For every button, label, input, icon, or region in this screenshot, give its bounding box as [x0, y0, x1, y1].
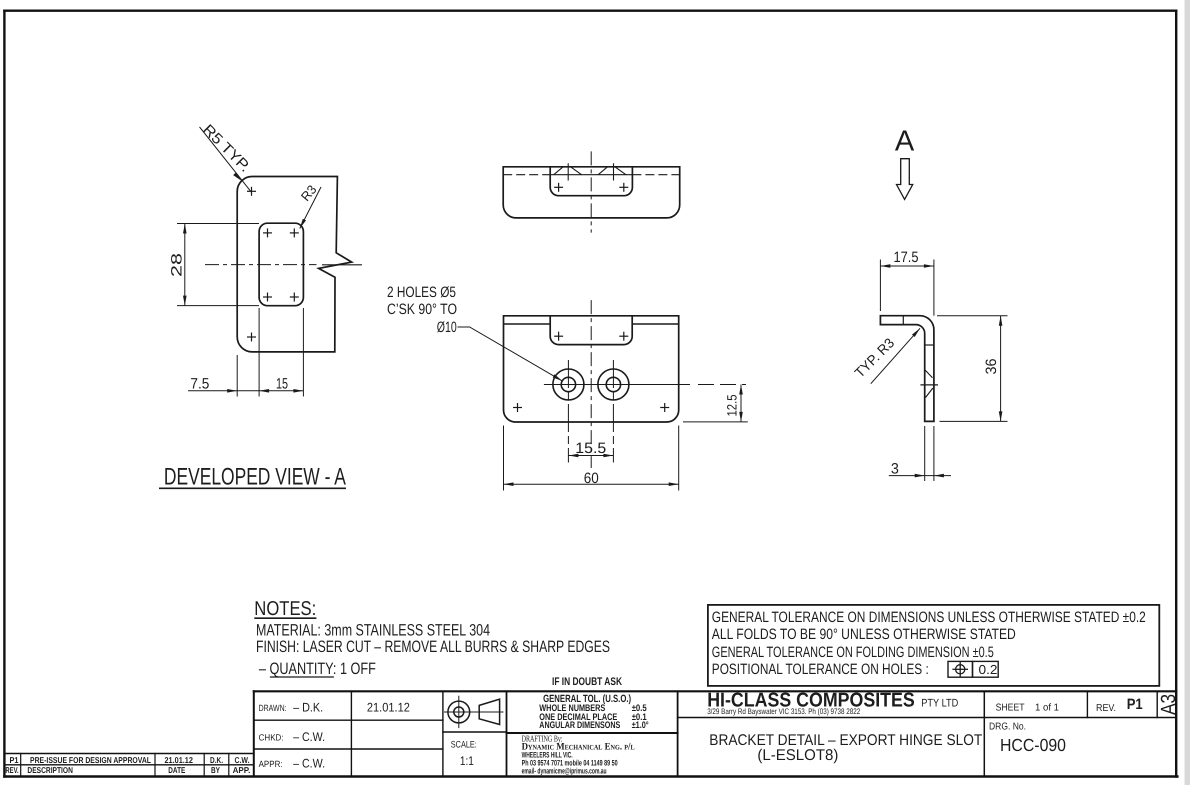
- svg-text:GENERAL TOLERANCE ON DIMENSION: GENERAL TOLERANCE ON DIMENSIONS UNLESS O…: [712, 609, 1146, 626]
- svg-text:WHEELERS HILL VIC.: WHEELERS HILL VIC.: [522, 751, 573, 760]
- svg-text:WHOLE NUMBERS: WHOLE NUMBERS: [539, 703, 605, 714]
- svg-text:±0.1: ±0.1: [632, 712, 648, 723]
- svg-text:0.2: 0.2: [979, 662, 998, 677]
- svg-text:1:1: 1:1: [460, 754, 474, 768]
- svg-text:P1: P1: [1127, 696, 1143, 713]
- svg-text:REV.: REV.: [1096, 703, 1116, 714]
- svg-text:GENERAL TOLERANCE ON FOLDING D: GENERAL TOLERANCE ON FOLDING DIMENSION ±…: [712, 644, 994, 661]
- svg-text:GENERAL TOL. (U.S.O.): GENERAL TOL. (U.S.O.): [543, 693, 631, 705]
- svg-text:DESCRIPTION: DESCRIPTION: [27, 765, 73, 775]
- svg-text:– C.W.: – C.W.: [293, 757, 325, 771]
- svg-text:ALL FOLDS TO BE 90° UNLESS OTH: ALL FOLDS TO BE 90° UNLESS OTHERWISE STA…: [712, 626, 1016, 643]
- svg-text:SHEET: SHEET: [996, 703, 1025, 714]
- svg-text:15.5: 15.5: [575, 440, 606, 457]
- svg-text:PTY LTD: PTY LTD: [921, 697, 958, 709]
- svg-text:APP.: APP.: [233, 765, 251, 775]
- svg-text:– D.K.: – D.K.: [293, 701, 323, 715]
- svg-text:IF IN DOUBT ASK: IF IN DOUBT ASK: [552, 676, 622, 688]
- svg-text:DRAFTING By:: DRAFTING By:: [522, 734, 563, 744]
- svg-text:HI-CLASS COMPOSITES: HI-CLASS COMPOSITES: [707, 689, 915, 711]
- svg-text:Ø10: Ø10: [437, 319, 457, 336]
- svg-text:7.5: 7.5: [190, 376, 209, 393]
- svg-text:21.01.12: 21.01.12: [367, 701, 410, 715]
- svg-text:±0.5: ±0.5: [632, 703, 648, 714]
- svg-text:BY: BY: [211, 765, 220, 775]
- svg-text:A: A: [895, 126, 915, 158]
- svg-text:60: 60: [584, 470, 599, 487]
- svg-text:DRAWN:: DRAWN:: [259, 703, 287, 713]
- svg-text:(L-ESLOT8): (L-ESLOT8): [757, 747, 838, 764]
- svg-text:C’SK 90° TO: C’SK 90° TO: [387, 301, 457, 318]
- svg-text:21.01.12: 21.01.12: [165, 755, 194, 765]
- svg-text:PRE-ISSUE FOR DESIGN APPROVAL: PRE-ISSUE FOR DESIGN APPROVAL: [30, 755, 151, 765]
- svg-text:P1: P1: [10, 755, 19, 765]
- svg-text:HCC-090: HCC-090: [1000, 735, 1066, 755]
- svg-text:36: 36: [983, 359, 1000, 375]
- svg-text:28: 28: [169, 253, 186, 277]
- svg-text:MATERIAL: 3mm STAINLESS STEEL: MATERIAL: 3mm STAINLESS STEEL 304: [256, 622, 490, 640]
- svg-text:12.5: 12.5: [725, 395, 740, 417]
- svg-text:C.W.: C.W.: [235, 755, 250, 765]
- svg-text:A3: A3: [1157, 694, 1180, 715]
- svg-text:2 HOLES Ø5: 2 HOLES Ø5: [387, 284, 456, 301]
- svg-text:BRACKET DETAIL – EXPORT HINGE: BRACKET DETAIL – EXPORT HINGE SLOT: [709, 732, 982, 749]
- svg-text:APPR:: APPR:: [259, 759, 283, 769]
- svg-text:– QUANTITY: 1 OFF: – QUANTITY: 1 OFF: [259, 660, 376, 678]
- svg-text:SCALE:: SCALE:: [451, 740, 477, 751]
- svg-text:– C.W.: – C.W.: [293, 730, 325, 744]
- svg-text:ONE DECIMAL PLACE: ONE DECIMAL PLACE: [539, 712, 617, 723]
- svg-text:1 of 1: 1 of 1: [1035, 703, 1059, 714]
- svg-text:Ph 03 9574 7071 mobile 04 1149: Ph 03 9574 7071 mobile 04 1149 89 50: [522, 758, 618, 767]
- svg-text:email- dynamicme@iprimus.com.a: email- dynamicme@iprimus.com.au: [522, 766, 607, 775]
- svg-text:3/29 Barry Rd Bayswater VIC 31: 3/29 Barry Rd Bayswater VIC 3153. Ph (03…: [707, 707, 860, 716]
- svg-text:REV.: REV.: [5, 765, 18, 775]
- svg-text:Dynamic Mechanical Eng. p/l: Dynamic Mechanical Eng. p/l: [522, 742, 635, 753]
- svg-text:±1.0°: ±1.0°: [632, 720, 649, 731]
- svg-text:DRG. No.: DRG. No.: [989, 722, 1026, 733]
- svg-text:DATE: DATE: [168, 765, 185, 775]
- svg-text:17.5: 17.5: [894, 249, 919, 266]
- svg-text:POSITIONAL TOLERANCE ON HOLES: POSITIONAL TOLERANCE ON HOLES :: [712, 661, 929, 678]
- svg-text:D.K.: D.K.: [210, 755, 223, 765]
- svg-text:15: 15: [276, 376, 288, 393]
- svg-text:ANGULAR DIMENSONS: ANGULAR DIMENSONS: [539, 720, 620, 731]
- svg-text:NOTES:: NOTES:: [254, 598, 316, 620]
- svg-text:CHKD:: CHKD:: [259, 733, 284, 743]
- svg-text:DEVELOPED VIEW - A: DEVELOPED VIEW - A: [164, 464, 346, 491]
- svg-text:FINISH: LASER CUT – REMOVE ALL: FINISH: LASER CUT – REMOVE ALL BURRS & S…: [256, 638, 610, 656]
- svg-text:3: 3: [891, 460, 899, 477]
